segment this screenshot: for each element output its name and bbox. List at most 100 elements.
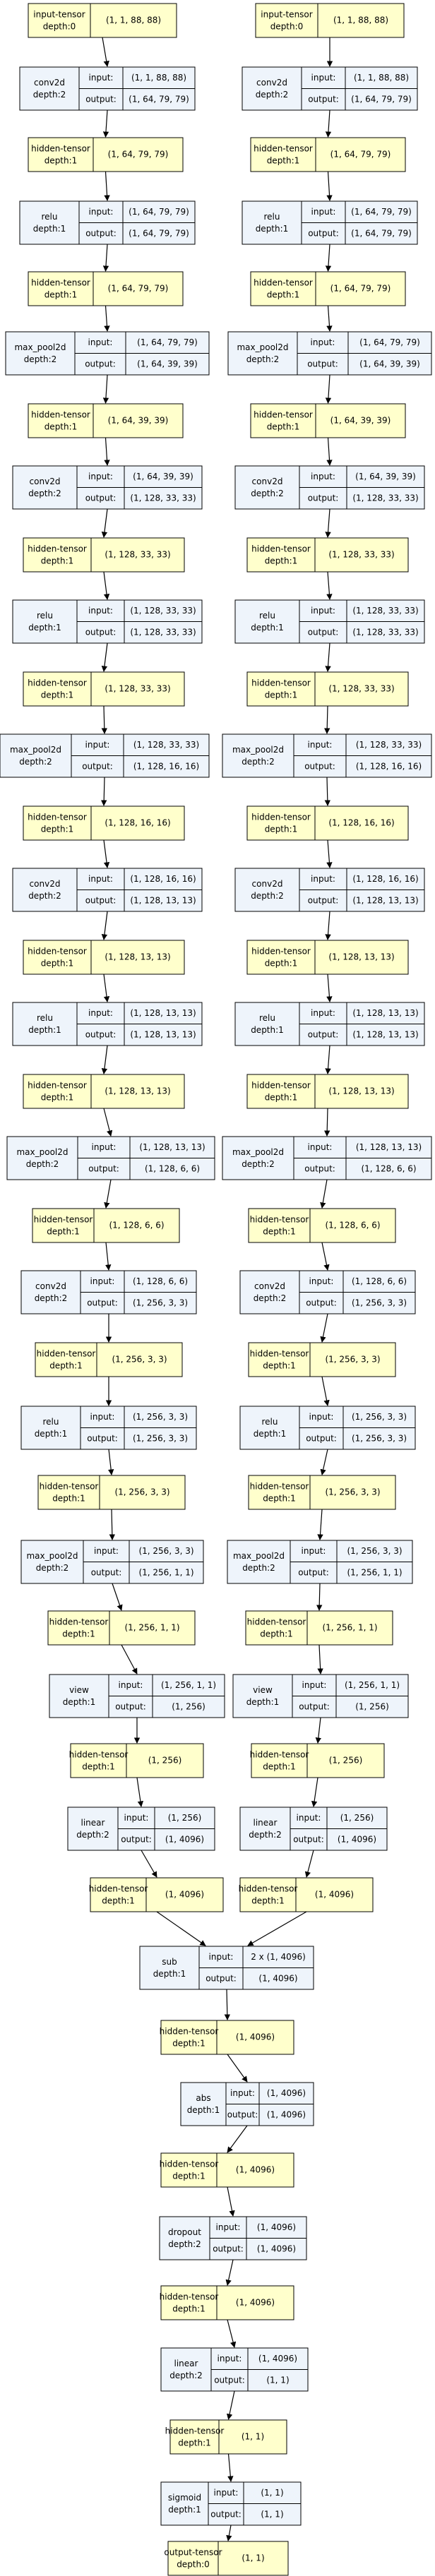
edge-right-8 xyxy=(326,571,333,600)
edge-left-5 xyxy=(102,374,109,404)
module-output-label: output: xyxy=(304,1163,335,1173)
tensor-name-label: hidden-tensor xyxy=(250,1349,309,1359)
tensor-name-label: hidden-tensor xyxy=(239,1884,298,1894)
tensor-depth-label: depth:1 xyxy=(41,1093,74,1103)
tensor-name-label: hidden-tensor xyxy=(28,678,87,688)
module-depth-label: depth:2 xyxy=(242,757,275,767)
tensor-depth-label: depth:1 xyxy=(260,1629,293,1639)
tensor-shape-label: (1, 64, 79, 79) xyxy=(330,150,391,160)
tensor-name-label: hidden-tensor xyxy=(251,1081,311,1091)
module-output-label: output: xyxy=(227,2109,258,2119)
tensor-shape-label: (1, 1) xyxy=(242,2553,264,2563)
module-output-shape: (1, 128, 33, 33) xyxy=(130,493,196,503)
module-input-label: input: xyxy=(311,207,336,217)
edge-right-4 xyxy=(326,305,333,332)
module-name-label: max_pool2d xyxy=(16,1147,68,1157)
tensor-name-label: hidden-tensor xyxy=(160,2292,219,2302)
module-input-label: input: xyxy=(218,2354,242,2364)
edge-merge-6 xyxy=(226,2390,235,2420)
tensor-box xyxy=(23,1074,185,1109)
module-output-label: output: xyxy=(121,1834,152,1844)
module-input-label: input: xyxy=(297,1813,321,1823)
module-output-shape: (1, 64, 79, 79) xyxy=(129,228,189,238)
edge-merge-7 xyxy=(227,2453,234,2482)
module-depth-label: depth:1 xyxy=(251,623,284,633)
tensor-depth-label: depth:1 xyxy=(267,290,300,300)
module-input-shape: (1, 256, 1, 1) xyxy=(161,1680,216,1690)
module-name-label: conv2d xyxy=(30,477,61,486)
tensor-box xyxy=(167,2541,289,2576)
module-output-shape: (1, 4096) xyxy=(258,1973,297,1983)
tensor-depth-label: depth:1 xyxy=(44,422,78,432)
edge-merge-8 xyxy=(226,2524,232,2541)
module-input-shape: (1, 64, 39, 39) xyxy=(133,472,193,481)
tensor-shape-label: (1, 256, 1, 1) xyxy=(124,1623,179,1633)
tensor-name-label: hidden-tensor xyxy=(254,410,313,420)
tensor-box xyxy=(255,3,405,38)
module-depth-label: depth:1 xyxy=(33,224,66,234)
module-input-label: input: xyxy=(302,1546,326,1556)
edge-merge-4 xyxy=(225,2259,234,2286)
module-input-shape: (1, 128, 33, 33) xyxy=(130,606,196,616)
tensor-box xyxy=(28,137,184,172)
module-depth-label: depth:1 xyxy=(251,1025,284,1035)
tensor-depth-label: depth:1 xyxy=(263,1494,296,1504)
tensor-box xyxy=(248,1342,396,1377)
edge-right-25 xyxy=(315,1717,322,1744)
module-input-shape: 2 x (1, 4096) xyxy=(251,1952,306,1962)
module-output-label: output: xyxy=(85,359,116,369)
module-name-label: max_pool2d xyxy=(233,1551,285,1561)
tensor-box xyxy=(246,805,409,841)
edge-left-0 xyxy=(102,37,109,67)
module-name-label: view xyxy=(253,1685,273,1695)
tensor-shape-label: (1, 64, 79, 79) xyxy=(330,284,391,294)
edge-right-12 xyxy=(326,839,333,868)
module-depth-label: depth:2 xyxy=(76,1830,109,1840)
module-depth-label: depth:2 xyxy=(36,1563,69,1573)
module-depth-label: depth:2 xyxy=(33,90,66,100)
edge-left-8 xyxy=(103,571,110,600)
module-input-shape: (1, 128, 6, 6) xyxy=(133,1276,188,1286)
module-name-label: conv2d xyxy=(254,1281,285,1291)
module-output-label: output: xyxy=(82,761,113,771)
edge-left-1 xyxy=(102,109,109,138)
module-depth-label: depth:1 xyxy=(187,2105,220,2115)
module-input-label: input: xyxy=(309,1276,334,1286)
tensor-depth-label: depth:0 xyxy=(270,22,304,32)
tensor-shape-label: (1, 4096) xyxy=(236,2032,275,2042)
tensor-depth-label: depth:1 xyxy=(172,2304,205,2314)
module-depth-label: depth:2 xyxy=(35,1293,68,1303)
tensor-box xyxy=(35,1342,183,1377)
edge-right-1 xyxy=(325,109,332,138)
module-output-label: output: xyxy=(307,359,338,369)
edge-left-11 xyxy=(100,777,107,806)
tensor-depth-label: depth:1 xyxy=(52,1494,85,1504)
module-input-label: input: xyxy=(90,1276,115,1286)
edge-left-21 xyxy=(107,1449,114,1475)
edge-left-3 xyxy=(102,244,109,272)
module-input-label: input: xyxy=(94,1546,119,1556)
module-depth-label: depth:2 xyxy=(254,1293,287,1303)
module-output-shape: (1, 64, 79, 79) xyxy=(351,94,412,104)
tensor-shape-label: (1, 256, 1, 1) xyxy=(322,1623,377,1633)
